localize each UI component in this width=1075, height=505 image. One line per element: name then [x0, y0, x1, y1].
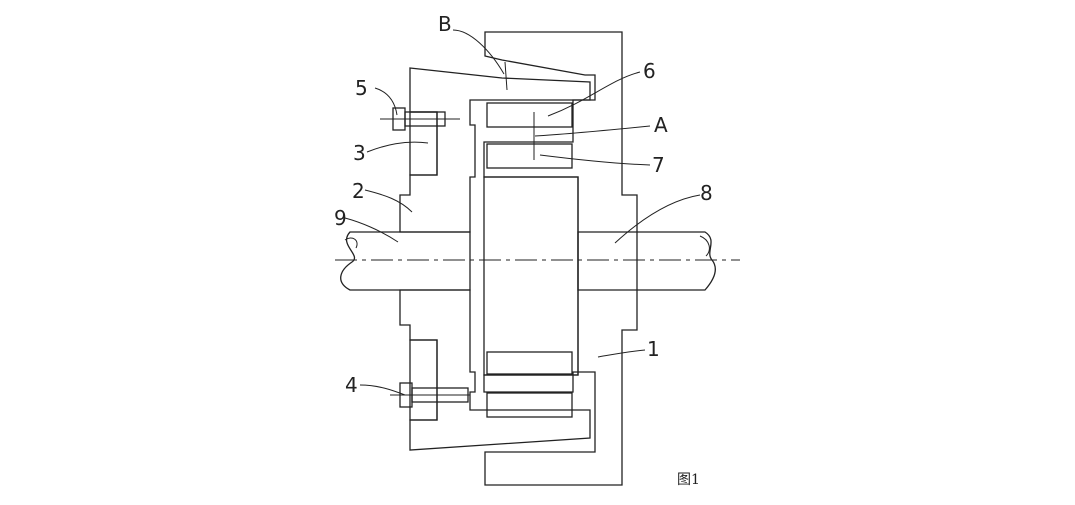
label-5: 5: [355, 76, 368, 100]
part-2-hub-lower: [399, 289, 591, 451]
label-9: 9: [334, 206, 347, 230]
label-4: 4: [345, 373, 358, 397]
inner-cavity: [483, 176, 579, 376]
shaft-8: [577, 231, 716, 291]
friction-pad-7: [486, 143, 573, 169]
figure-caption: 图1: [677, 472, 700, 488]
friction-pad-lower-a: [486, 351, 573, 375]
label-7: 7: [652, 153, 665, 177]
label-2: 2: [352, 179, 365, 203]
label-b: B: [438, 12, 452, 36]
part-3-ring-upper: [409, 111, 438, 176]
label-3: 3: [353, 141, 366, 165]
shaft-9: [340, 231, 471, 291]
part-2-hub: [399, 67, 591, 233]
label-1: 1: [647, 337, 660, 361]
friction-pad-lower-b: [486, 392, 573, 418]
friction-pad-6: [486, 102, 573, 128]
label-8: 8: [700, 181, 713, 205]
label-6: 6: [643, 59, 656, 83]
part-3-ring-lower: [409, 339, 438, 421]
label-a: A: [654, 113, 668, 137]
